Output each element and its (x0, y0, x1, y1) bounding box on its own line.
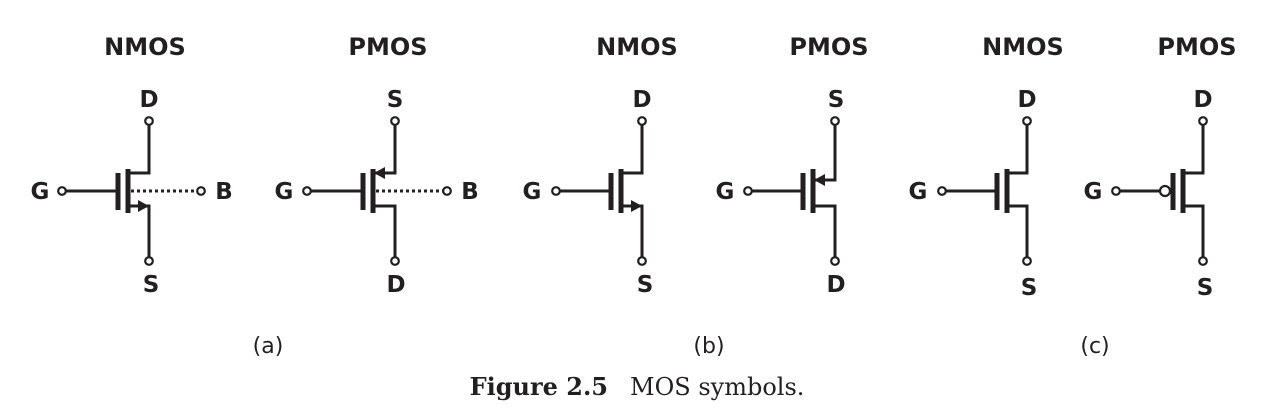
drain-lead (621, 124, 644, 175)
symbol-type-label: NMOS (104, 33, 186, 61)
bulk-label: B (461, 179, 479, 205)
gate-terminal (57, 186, 67, 196)
gate-label: G (1084, 179, 1103, 205)
source-terminal (830, 116, 840, 126)
drain-lead (373, 204, 397, 257)
source-lead (1183, 204, 1205, 257)
group-label-a: (a) (253, 334, 284, 359)
gate-terminal (1111, 186, 1121, 196)
symbol-type-label: PMOS (1157, 33, 1236, 61)
figure-caption-text: MOS symbols. (630, 373, 804, 401)
group-label-b: (b) (693, 334, 724, 359)
drain-terminal (830, 256, 840, 266)
source-terminal (1022, 256, 1032, 266)
source-label: S (1197, 275, 1214, 301)
symbol-b-nmos: NMOS D S G (523, 33, 678, 298)
gate-label: G (716, 179, 735, 205)
symbol-a-nmos: NMOS D S G B (31, 33, 233, 298)
symbol-b-pmos: PMOS S D G (716, 33, 869, 298)
source-label: S (143, 272, 160, 298)
drain-lead (128, 124, 151, 175)
bulk-label: B (215, 179, 233, 205)
symbol-a-pmos: PMOS S D G B (275, 33, 479, 298)
drain-lead (1183, 124, 1205, 175)
nmos-arrow-icon (631, 200, 642, 212)
gate-label: G (275, 179, 294, 205)
source-label: S (828, 87, 845, 113)
source-terminal (637, 256, 647, 266)
gate-label: G (909, 179, 928, 205)
drain-label: D (139, 87, 158, 113)
gate-terminal (937, 186, 947, 196)
drain-label: D (632, 87, 651, 113)
nmos-arrow-icon (138, 200, 149, 212)
drain-label: D (826, 272, 845, 298)
source-label: S (387, 87, 404, 113)
drain-lead (1007, 124, 1029, 175)
drain-terminal (144, 116, 154, 126)
source-label: S (1021, 275, 1038, 301)
source-lead (813, 124, 837, 182)
drain-terminal (390, 256, 400, 266)
symbol-type-label: NMOS (982, 33, 1064, 61)
source-lead (373, 124, 397, 175)
drain-terminal (1022, 116, 1032, 126)
drain-label: D (1193, 87, 1212, 113)
source-terminal (390, 116, 400, 126)
symbol-type-label: PMOS (348, 33, 427, 61)
source-terminal (1198, 256, 1208, 266)
pmos-arrow-icon (374, 167, 385, 179)
bulk-terminal (196, 186, 206, 196)
group-label-c: (c) (1080, 334, 1109, 359)
source-lead (1007, 204, 1029, 257)
gate-terminal (743, 186, 753, 196)
figure-number: Figure 2.5 (470, 372, 608, 401)
inversion-bubble-icon (1158, 184, 1172, 198)
gate-label: G (31, 179, 50, 205)
symbol-c-nmos: NMOS D S G (909, 33, 1064, 301)
drain-lead (813, 204, 837, 257)
symbol-type-label: NMOS (596, 33, 678, 61)
drain-label: D (386, 272, 405, 298)
source-label: S (637, 272, 654, 298)
pmos-arrow-icon (814, 174, 825, 186)
gate-terminal (302, 186, 312, 196)
symbol-c-pmos: PMOS D S G (1084, 33, 1237, 301)
source-lead (621, 204, 644, 257)
symbol-type-label: PMOS (789, 33, 868, 61)
drain-label: D (1017, 87, 1036, 113)
drain-terminal (1198, 116, 1208, 126)
drain-terminal (637, 116, 647, 126)
gate-label: G (523, 179, 542, 205)
gate-terminal (551, 186, 561, 196)
source-lead (128, 204, 151, 257)
source-terminal (144, 256, 154, 266)
figure-caption: Figure 2.5 MOS symbols. (470, 372, 805, 401)
bulk-terminal (442, 186, 452, 196)
